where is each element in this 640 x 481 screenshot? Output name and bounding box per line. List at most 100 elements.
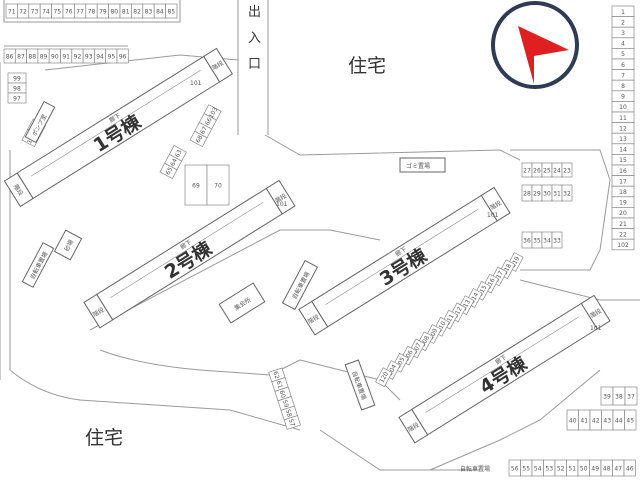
- parking-space-number: 58: [284, 409, 293, 419]
- parking-space-number: 13: [619, 136, 627, 143]
- parking-space-number: 1: [621, 9, 625, 16]
- parking-space-number: 16: [619, 168, 627, 175]
- parking-space-number: 64: [169, 157, 179, 167]
- parking-space-number: 61: [275, 380, 284, 390]
- parking-space-number: 111: [444, 313, 456, 327]
- parking-space-number: 94: [96, 54, 104, 61]
- meeting-hall: 集会所: [218, 282, 266, 324]
- parking-space-number: 114: [469, 291, 481, 305]
- parking-space-number: 18: [619, 189, 627, 196]
- parking-space-number: 49: [591, 466, 599, 473]
- parking-space-number: 117: [493, 270, 505, 284]
- parking-space-number: 87: [17, 54, 25, 61]
- parking-space: [624, 386, 638, 406]
- parking-space-number: 77: [76, 9, 84, 16]
- parking-space-number: 54: [534, 466, 542, 473]
- parking-space-number: 74: [42, 9, 50, 16]
- parking-space-number: 106: [403, 349, 415, 363]
- parking-space-number: 84: [156, 9, 164, 16]
- parking-space-number: 34: [543, 238, 551, 245]
- parking-space-number: 59: [281, 399, 290, 409]
- building-3: 廊下 階段 階段 3号棟: [298, 186, 511, 336]
- parking-space-number: 95: [108, 54, 116, 61]
- parking-space-number: 113: [460, 299, 472, 313]
- parking-space-number: 60: [278, 390, 287, 400]
- parking-space-number: 120: [378, 371, 390, 385]
- parking-space-number: 69: [192, 183, 200, 190]
- parking-space-number: 28: [523, 191, 531, 198]
- parking-space: [116, 48, 129, 64]
- parking-space-number: 96: [119, 54, 127, 61]
- parking-space-number: 63: [174, 149, 184, 159]
- parking-space: [7, 92, 27, 104]
- parking-space-number: 103: [208, 106, 220, 120]
- parking-space-number: 83: [145, 9, 153, 16]
- parking-space-number: 20: [619, 210, 627, 217]
- parking-space-number: 38: [615, 394, 623, 401]
- parking-space-number: 12: [619, 125, 627, 132]
- parking-space-number: 40: [569, 418, 577, 425]
- parking-space: [165, 3, 178, 19]
- parking-space-number: 86: [6, 54, 14, 61]
- parking-space-number: 72: [19, 9, 27, 16]
- parking-space-number: 97: [13, 96, 21, 103]
- bike-parking-1: 自転車置場: [21, 242, 55, 288]
- parking-space-number: 24: [553, 168, 561, 175]
- parking-space: [283, 415, 301, 430]
- svg-text:ゴミ置場: ゴミ置場: [406, 162, 430, 170]
- parking-space-number: 52: [557, 466, 565, 473]
- parking-space-number: 99: [13, 76, 21, 83]
- parking-space-number: 92: [74, 54, 82, 61]
- parking-space: [206, 164, 230, 206]
- parking-space-number: 43: [603, 418, 611, 425]
- parking-space-number: 79: [99, 9, 107, 16]
- parking-space-number: 73: [31, 9, 39, 16]
- parking-space-number: 27: [523, 168, 531, 175]
- parking-space-number: 80: [110, 9, 118, 16]
- parking-space-number: 62: [271, 371, 280, 381]
- parking-space: [168, 145, 187, 162]
- parking-space-number: 32: [563, 191, 571, 198]
- parking-space: [561, 162, 573, 178]
- parking-space-number: 53: [545, 466, 553, 473]
- parking-space-number: 70: [214, 183, 222, 190]
- parking-space: [551, 231, 563, 249]
- parking-space-number: 44: [615, 418, 623, 425]
- parking-space-number: 78: [88, 9, 96, 16]
- north-arrow-icon: [491, 1, 579, 89]
- parking-space-number: 104: [387, 363, 399, 377]
- parking-space-number: 57: [287, 418, 296, 428]
- garbage-area: ゴミ置場: [399, 157, 446, 173]
- parking-space-number: 66: [204, 117, 214, 127]
- parking-space-number: 56: [511, 466, 519, 473]
- parking-b1-side: 69 70: [184, 164, 230, 206]
- parking-space-number: 6: [621, 62, 625, 69]
- parking-space-number: 67: [199, 125, 209, 135]
- parking-space-number: 71: [8, 9, 16, 16]
- bike-parking-3: 自転車置場: [344, 359, 376, 411]
- parking-space-number: 23: [563, 168, 571, 175]
- parking-space-number: 8: [621, 83, 625, 90]
- bike-parking-4: 自転車置場: [460, 465, 490, 473]
- parking-space-number: 108: [419, 335, 431, 349]
- building-2-unit-101: 101: [276, 201, 288, 208]
- building-4-unit-101: 101: [590, 325, 602, 332]
- parking-space-number: 15: [619, 157, 627, 164]
- parking-space-number: 85: [167, 9, 175, 16]
- parking-space-number: 46: [626, 466, 634, 473]
- parking-space: [623, 459, 636, 477]
- parking-space-number: 35: [533, 238, 541, 245]
- entrance-label: 出 入 口: [248, 5, 261, 72]
